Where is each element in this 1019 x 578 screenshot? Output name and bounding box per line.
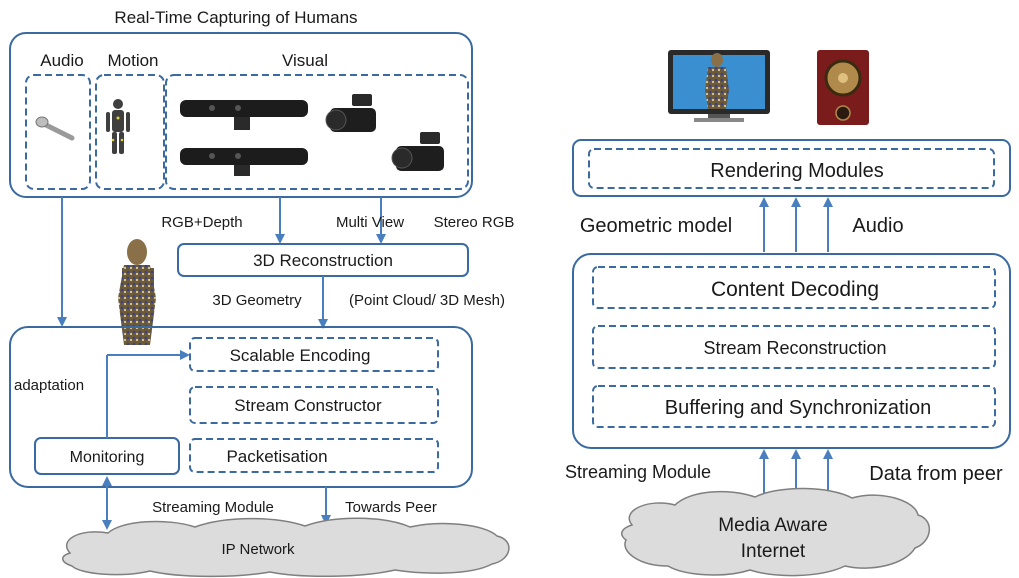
stream-constructor-label: Stream Constructor <box>234 396 382 415</box>
microphone-icon <box>35 116 75 141</box>
data-from-peer-label: Data from peer <box>869 463 1003 485</box>
rendering-modules-label: Rendering Modules <box>710 160 883 182</box>
video-camera-icon <box>391 132 444 171</box>
audio-box <box>25 74 91 190</box>
decoding-container <box>572 253 1011 449</box>
cloud-label-line1: Media Aware <box>718 515 828 536</box>
kinect-sensor-icon <box>180 148 308 176</box>
visual-label: Visual <box>282 51 328 70</box>
multi-view-label: Multi View <box>336 214 404 231</box>
video-camera-icon <box>325 94 376 132</box>
geometric-model-label: Geometric model <box>580 215 732 237</box>
buffering-box <box>592 385 996 428</box>
motion-label: Motion <box>107 51 158 70</box>
capture-container <box>9 32 473 198</box>
stereo-rgb-label: Stereo RGB <box>434 214 515 231</box>
ip-network-cloud <box>62 517 510 578</box>
tv-display-icon <box>668 50 770 122</box>
kinect-sensor-icon <box>180 100 308 130</box>
visual-box <box>165 74 469 190</box>
geometry-label: 3D Geometry <box>212 292 302 309</box>
stream-reconstruction-label: Stream Reconstruction <box>703 338 886 358</box>
audio-output-label: Audio <box>852 215 903 237</box>
stream-constructor-box <box>189 386 439 424</box>
point-cloud-label: (Point Cloud/ 3D Mesh) <box>349 292 505 309</box>
ip-network-label: IP Network <box>221 541 295 558</box>
streaming-container <box>9 326 473 488</box>
monitoring-label: Monitoring <box>70 449 145 466</box>
scalable-encoding-box <box>189 337 439 372</box>
adaptation-label: adaptation <box>14 377 84 394</box>
streaming-module-label-right: Streaming Module <box>565 462 711 482</box>
motion-box <box>95 74 165 190</box>
content-decoding-label: Content Decoding <box>711 278 879 301</box>
rgb-depth-label: RGB+Depth <box>161 214 242 231</box>
rendering-container <box>572 139 1011 197</box>
reconstruction-label: 3D Reconstruction <box>253 251 393 270</box>
motion-suit-icon <box>106 99 130 154</box>
media-aware-internet-cloud <box>621 487 930 577</box>
scalable-encoding-label: Scalable Encoding <box>230 346 371 365</box>
speaker-icon <box>817 50 869 125</box>
streaming-module-label-left: Streaming Module <box>152 499 274 516</box>
capture-title: Real-Time Capturing of Humans <box>114 8 357 27</box>
cloud-label-line2: Internet <box>741 541 806 562</box>
buffering-label: Buffering and Synchronization <box>665 397 931 419</box>
audio-label: Audio <box>40 51 83 70</box>
towards-peer-label: Towards Peer <box>345 499 437 516</box>
content-decoding-box <box>592 266 996 309</box>
packetisation-label: Packetisation <box>226 447 327 466</box>
packetisation-box <box>189 438 439 473</box>
3d-human-model-icon <box>118 239 156 345</box>
